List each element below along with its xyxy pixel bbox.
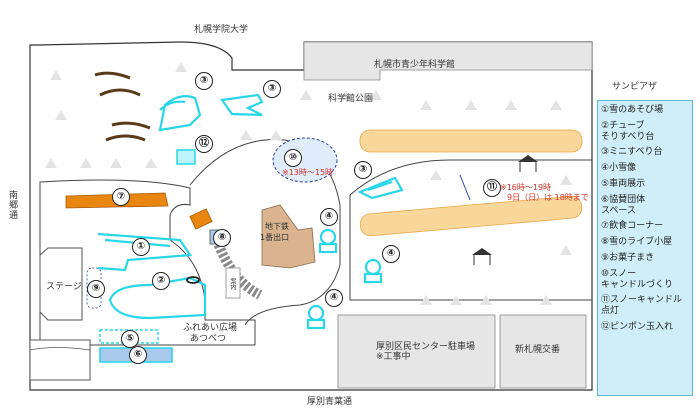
univ-label: 札幌学院大学	[194, 25, 249, 35]
fureai-curve	[189, 139, 341, 326]
stage-label: ステージ	[46, 282, 82, 292]
stage-building	[39, 247, 83, 321]
legend-item-7: ⑦飲食コーナー	[601, 221, 664, 232]
subway-exit-label-1: 地下鉄	[265, 222, 289, 231]
parking-note: ※工事中	[376, 352, 411, 362]
aobadori-label: 厚別青葉通	[307, 397, 353, 407]
legend-item-5: ⑤車両展示	[601, 178, 646, 189]
legend-item-2: ②チューブ そりすべり台	[601, 120, 655, 142]
tent-1	[518, 155, 538, 162]
marker-5: ⑤	[121, 330, 139, 348]
marker-3a: ③	[195, 72, 213, 90]
candle-making-time: ※13時～15時	[282, 168, 334, 177]
legend-item-11: ⑪スノーキャンドル 点灯	[601, 295, 683, 317]
parking-lot	[337, 314, 496, 389]
marker-2: ②	[152, 272, 170, 290]
legend-item-4: ④小雪像	[601, 163, 637, 174]
marker-8: ⑧	[213, 229, 231, 247]
marker-4b: ④	[382, 245, 400, 263]
marker-3b: ③	[263, 80, 281, 98]
parking-label: 厚別区民センター駐車場	[376, 342, 476, 352]
marker-12: ⑫	[195, 135, 213, 153]
right-plaza-top	[349, 159, 592, 196]
candle-lighting-time-1: ※16時～19時	[500, 183, 552, 192]
fureai-label-2: あつべつ	[190, 334, 227, 344]
marker-6: ⑥	[129, 346, 147, 364]
fureai-label-1: ふれあい広場	[183, 323, 238, 333]
corner-building	[29, 339, 91, 381]
legend-item-10: ⑩スノー キャンドルづくり	[601, 268, 674, 290]
legend-item-8: ⑧雪のライブ小屋	[601, 237, 673, 248]
site-boundary	[29, 41, 593, 391]
legend-item-6: ⑥協賛団体 スペース	[601, 194, 646, 216]
legend-item-3: ③ミニすべり台	[601, 147, 663, 158]
legend-panel: ①雪のあそび場 ②チューブ そりすべり台 ③ミニすべり台 ④小雪像 ⑤車両展示 …	[597, 100, 693, 396]
legend-item-12: ⑫ピンポン玉入れ	[601, 321, 674, 332]
trees	[45, 62, 572, 305]
koban-label: 新札幌交番	[515, 345, 561, 355]
marker-4c: ④	[325, 289, 343, 307]
science-museum-building	[303, 41, 593, 81]
legend-item-9: ⑨お菓子まき	[601, 252, 655, 263]
marker-9: ⑨	[87, 280, 105, 298]
candle-band-bottom	[359, 195, 583, 237]
science-park-label: 科学館公園	[328, 94, 374, 104]
pingpong-booth	[176, 149, 196, 165]
subway-exit-label-2: 1番出口	[260, 233, 290, 242]
snow-features	[97, 93, 404, 330]
marker-3c: ③	[354, 161, 372, 179]
marker-7: ⑦	[112, 188, 130, 206]
marker-11: ⑪	[483, 179, 501, 197]
marker-1: ①	[132, 238, 150, 256]
legend-item-1: ①雪のあそび場	[601, 105, 664, 115]
small-sign-label: 案内	[228, 278, 236, 290]
minamigo-label: 南郷通	[7, 190, 17, 220]
science-museum-label: 札幌市青少年科学館	[374, 60, 456, 70]
tent-2	[472, 248, 492, 255]
subway-exit-shape	[261, 204, 316, 269]
koban-building	[499, 314, 587, 389]
marker-10: ⑩	[284, 149, 302, 167]
marker-4a: ④	[320, 208, 338, 226]
sunpiazza-label: サンピアザ	[612, 82, 658, 92]
candle-lighting-time-2: 9日（日）は 18時まで	[507, 193, 589, 202]
candle-band-top	[359, 129, 583, 153]
